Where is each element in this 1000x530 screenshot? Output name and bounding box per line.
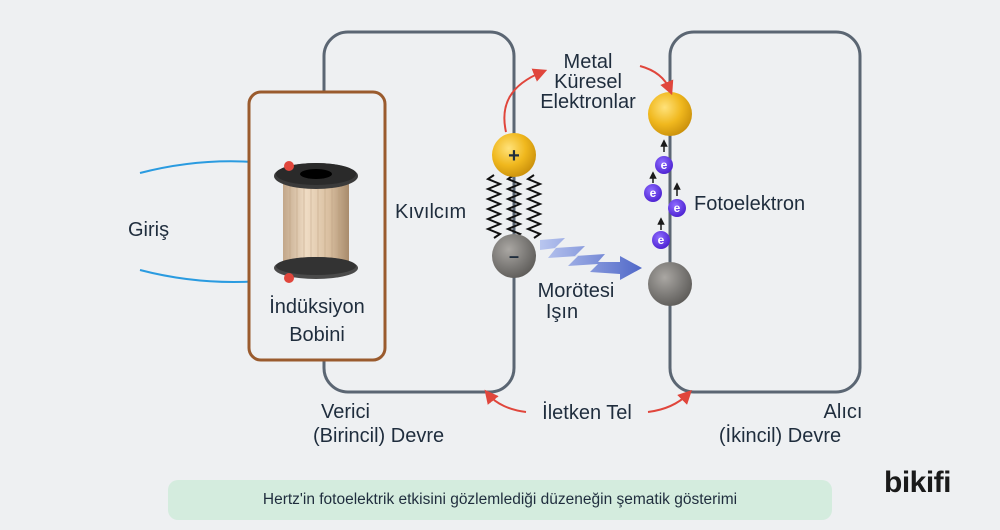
electron-icon: e <box>668 182 686 217</box>
metal-sphere-bottom <box>648 262 692 306</box>
spark-gap-springs <box>485 174 543 239</box>
photoelectron-label: Fotoelektron <box>694 193 805 215</box>
wire-left-arrow <box>484 389 527 413</box>
transmitter-label-line2: (Birincil) Devre <box>313 425 444 447</box>
metal-label-line3: Elektronlar <box>540 91 636 113</box>
positive-sphere <box>492 133 536 177</box>
spark-label: Kıvılcım <box>395 201 466 223</box>
induction-coil-icon <box>274 163 358 279</box>
uv-ray-arrow-icon <box>540 238 642 280</box>
input-label: Giriş <box>128 219 169 241</box>
receiver-label-line2: (İkincil) Devre <box>719 424 841 447</box>
caption-text: Hertz'in fotoelektrik etkisini gözlemled… <box>262 491 738 508</box>
metal-label-line1: Metal <box>564 51 613 73</box>
transmitter-label-line1: Verici <box>321 401 370 423</box>
svg-text:e: e <box>658 233 665 247</box>
brand-logo: bikifi <box>884 466 952 499</box>
negative-sphere <box>492 234 536 278</box>
spark-to-metal-arrow <box>503 68 548 133</box>
metal-label-arrow <box>639 65 674 96</box>
electron-icon: e <box>652 217 670 249</box>
svg-text:e: e <box>650 186 657 200</box>
coil-terminal-bottom <box>284 273 294 283</box>
uv-label-line2: Işın <box>546 301 578 323</box>
wire-right-arrow <box>647 390 692 413</box>
minus-sign: – <box>509 246 519 266</box>
svg-text:e: e <box>674 201 681 215</box>
coil-label-line2: Bobini <box>289 324 345 346</box>
wire-label: İletken Tel <box>542 401 632 424</box>
caption: Hertz'in fotoelektrik etkisini gözlemled… <box>168 480 832 520</box>
receiver-label-line1: Alıcı <box>824 401 863 423</box>
electrons: e e e e <box>644 139 686 249</box>
coil-label-line1: İndüksiyon <box>269 295 365 318</box>
coil-terminal-top <box>284 161 294 171</box>
electron-icon: e <box>655 139 673 174</box>
svg-text:e: e <box>661 158 668 172</box>
electron-icon: e <box>644 171 662 202</box>
metal-sphere-top <box>648 92 692 136</box>
plus-sign: + <box>508 145 520 167</box>
metal-label-line2: Küresel <box>554 71 622 93</box>
uv-label-line1: Morötesi <box>538 280 615 302</box>
